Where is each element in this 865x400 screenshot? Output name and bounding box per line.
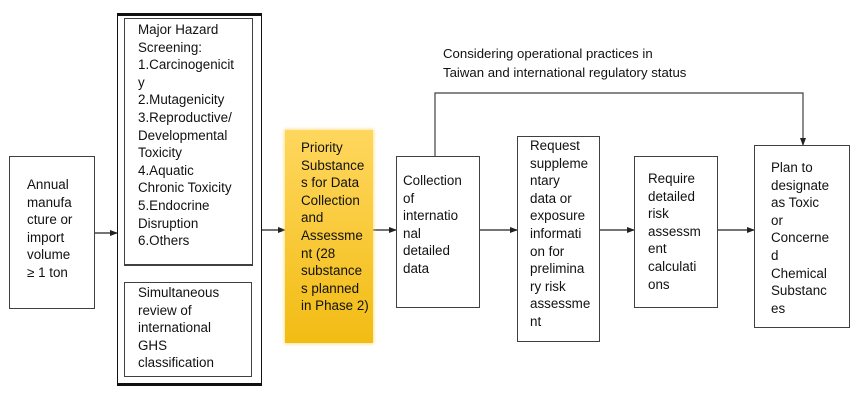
node-collection-label: Collection of internatio nal detailed da… — [403, 173, 462, 276]
node-ghs-review-label: Simultaneous review of international GHS… — [138, 285, 220, 371]
node-priority-substances — [285, 130, 373, 343]
node-request — [517, 136, 600, 342]
node-require-label: Require detailed risk assessm ent calcul… — [648, 171, 701, 292]
node-hazard-screening — [124, 18, 253, 266]
node-plan-label: Plan to designate as Toxic or Concerne d… — [771, 160, 830, 316]
bypass-annotation: Considering operational practices in Tai… — [443, 46, 687, 80]
node-hazard-screening-label: Major Hazard Screening: 1.Carcinogenicit… — [138, 22, 235, 249]
arrow-collection-to-plan-bypass — [434, 92, 806, 156]
node-start-label: Annual manufa cture or import volume ≥ 1… — [27, 177, 73, 280]
node-priority-substances-label: Priority Substance s for Data Collection… — [301, 140, 369, 314]
node-require — [634, 156, 718, 308]
node-collection — [396, 156, 480, 308]
node-start — [9, 156, 95, 309]
node-plan — [754, 145, 850, 328]
node-request-label: Request suppleme ntary data or exposure … — [530, 138, 591, 329]
node-ghs-review — [124, 282, 252, 377]
